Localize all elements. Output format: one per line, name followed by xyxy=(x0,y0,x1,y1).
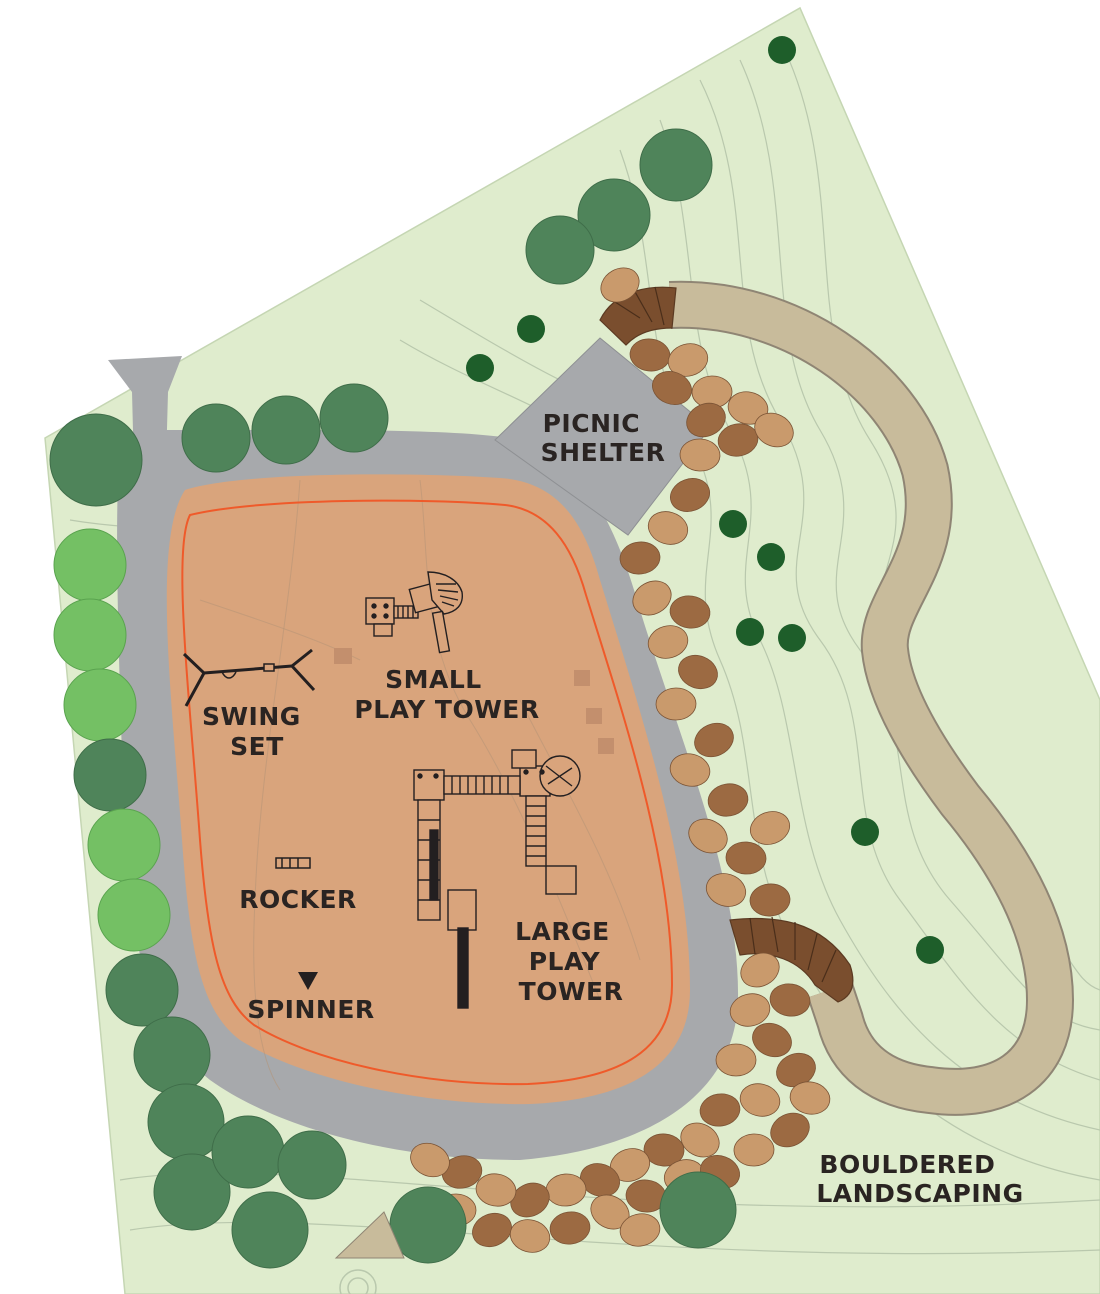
tree-icon xyxy=(639,128,713,202)
tree-icon xyxy=(63,668,137,742)
shrub-icon xyxy=(851,818,879,846)
shrub-icon xyxy=(466,354,494,382)
boulder-icon xyxy=(725,841,767,875)
boulder-icon xyxy=(509,1219,551,1253)
tree-icon xyxy=(277,1130,347,1200)
boulder-icon xyxy=(705,873,747,907)
boulder-icon xyxy=(680,1122,720,1158)
tree-icon xyxy=(319,383,389,453)
boulder-icon xyxy=(679,438,721,472)
boulder-icon xyxy=(600,267,640,303)
tree-icon xyxy=(211,1115,285,1189)
boulder-icon xyxy=(694,722,734,758)
boulder-icon xyxy=(670,478,710,512)
boulder-icon xyxy=(749,883,791,917)
tree-icon xyxy=(133,1016,211,1094)
boulder-icon xyxy=(669,595,711,629)
boulder-icon xyxy=(655,687,697,721)
swing-set-icon xyxy=(182,648,316,707)
play-area-contours xyxy=(199,479,641,1091)
label-small-play-tower: SMALL PLAY TOWER xyxy=(354,665,539,724)
label-bouldered-landscaping: BOULDERED LANDSCAPING xyxy=(816,1150,1023,1208)
entry-feature xyxy=(334,1211,405,1294)
boulder-icon xyxy=(739,1083,781,1117)
boulder-icon xyxy=(441,1155,483,1189)
safety-zone-line xyxy=(181,499,674,1086)
boulder-icon xyxy=(652,371,692,405)
label-spinner: SPINNER xyxy=(247,995,374,1024)
boulder-icon xyxy=(632,580,672,616)
boulder-icon xyxy=(752,1022,792,1058)
tree-icon xyxy=(251,395,321,465)
boulder-icon xyxy=(619,1213,661,1247)
large-play-tower-icon xyxy=(413,749,581,1009)
tree-icon xyxy=(577,178,651,252)
shrub-icon xyxy=(768,36,796,64)
small-play-tower-icon xyxy=(365,571,463,654)
boulder-icon xyxy=(472,1212,512,1248)
shrubs xyxy=(466,36,944,964)
tree-icon xyxy=(73,738,147,812)
tree-icon xyxy=(153,1153,231,1231)
rocker-icon xyxy=(275,857,311,869)
shrub-icon xyxy=(778,624,806,652)
shrub-icon xyxy=(757,543,785,571)
boulder-icon xyxy=(727,391,769,425)
boulder-icon xyxy=(688,818,728,854)
boulder-icon xyxy=(669,753,711,787)
tree-icon xyxy=(97,878,171,952)
boulder-icon xyxy=(729,993,771,1027)
label-swing-set: SWING SET xyxy=(202,702,310,761)
boulder-icon xyxy=(579,1163,621,1197)
boulder-icon xyxy=(733,1133,775,1167)
boulder-icon xyxy=(715,1043,757,1077)
boulder-icon xyxy=(678,654,718,690)
boulder-icon xyxy=(643,1133,685,1167)
boulder-icon xyxy=(740,952,780,988)
boulder-icon xyxy=(647,511,689,545)
boulder-icon xyxy=(707,783,749,817)
trees xyxy=(49,128,737,1269)
shrub-icon xyxy=(736,618,764,646)
boulder-icon xyxy=(789,1081,831,1115)
label-picnic-shelter: PICNIC SHELTER xyxy=(541,409,666,467)
boulder-icon xyxy=(754,412,794,448)
tree-icon xyxy=(659,1171,737,1249)
boulder-icon xyxy=(619,541,661,575)
boulder-icon xyxy=(699,1093,741,1127)
boulder-icon xyxy=(770,1112,810,1148)
boulder-icon xyxy=(686,402,726,438)
bouldered-landscaping xyxy=(410,267,831,1253)
boulder-icon xyxy=(667,343,709,377)
tree-icon xyxy=(53,598,127,672)
label-rocker: ROCKER xyxy=(239,885,357,914)
tree-icon xyxy=(231,1191,309,1269)
tree-icon xyxy=(87,808,161,882)
shrub-icon xyxy=(517,315,545,343)
boulder-icon xyxy=(475,1173,517,1207)
boulder-icon xyxy=(510,1182,550,1218)
boulder-icon xyxy=(769,983,811,1017)
boulder-icon xyxy=(749,811,791,845)
shrub-icon xyxy=(719,510,747,538)
boulder-icon xyxy=(410,1142,450,1178)
shrub-icon xyxy=(916,936,944,964)
boulder-icon xyxy=(647,625,689,659)
tree-icon xyxy=(525,215,595,285)
spinner-icon xyxy=(298,972,318,990)
play-pads xyxy=(334,648,614,754)
boulder-icon xyxy=(549,1211,591,1245)
tree-icon xyxy=(105,953,179,1027)
tree-icon xyxy=(181,403,251,473)
tree-icon xyxy=(53,528,127,602)
tree-icon xyxy=(49,413,143,507)
label-large-play-tower: LARGE PLAY TOWER xyxy=(515,917,623,1006)
